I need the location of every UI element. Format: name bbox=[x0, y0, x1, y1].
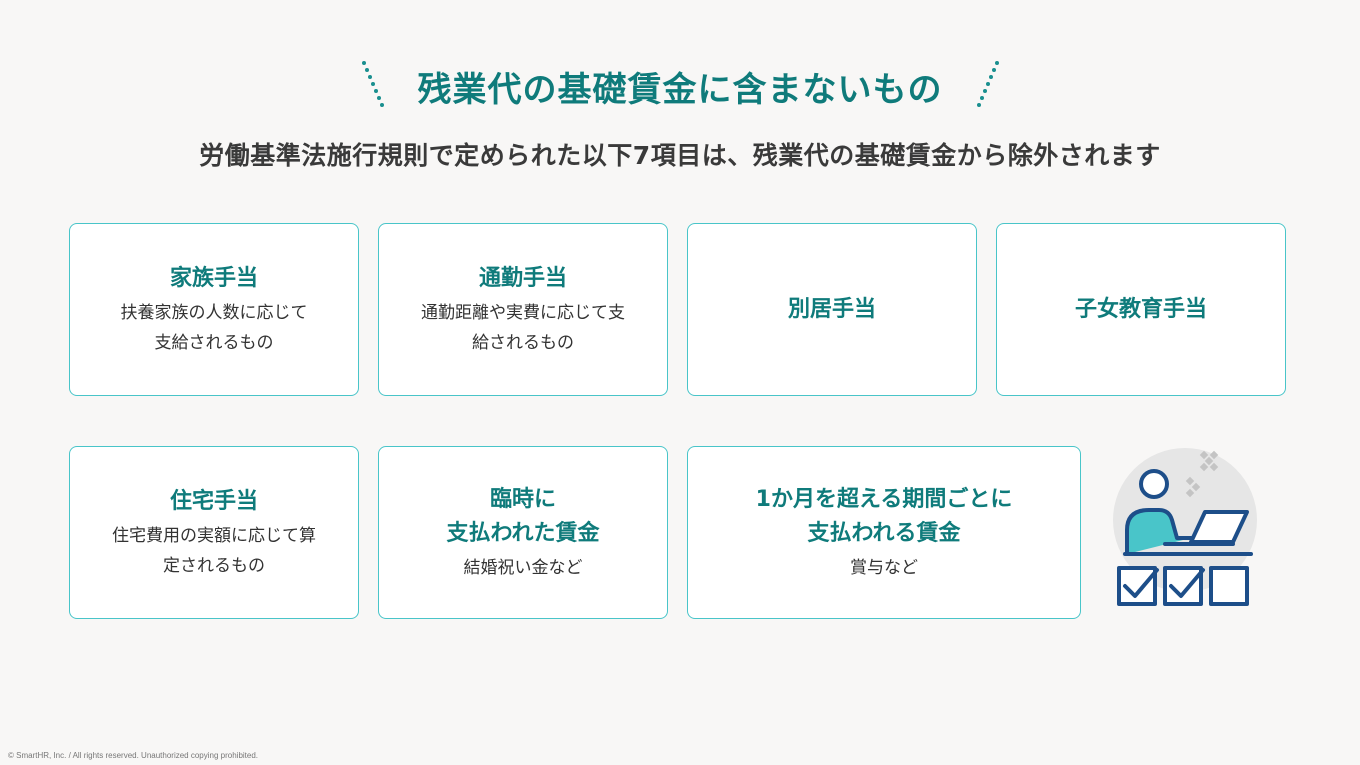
card-commuting-allowance: 通勤手当 通勤距離や実費に応じて支 給されるもの bbox=[378, 223, 668, 396]
card-description: 賞与など bbox=[850, 557, 918, 578]
card-title: 住宅手当 bbox=[169, 488, 258, 514]
card-title: 通勤手当 bbox=[478, 265, 567, 291]
card-title: 支払われる賃金 bbox=[807, 520, 961, 546]
card-family-allowance: 家族手当 扶養家族の人数に応じて 支給されるもの bbox=[69, 223, 359, 396]
card-description: 住宅費用の実額に応じて算 bbox=[112, 525, 316, 546]
card-description: 給されるもの bbox=[472, 332, 574, 353]
card-temporary-wages: 臨時に 支払われた賃金 結婚祝い金など bbox=[378, 446, 668, 619]
decoration-right-icon bbox=[976, 61, 999, 107]
card-title: 1か月を超える期間ごとに bbox=[755, 486, 1013, 512]
page-subtitle: 労働基準法施行規則で定められた以下7項目は、残業代の基礎賃金から除外されます bbox=[199, 141, 1161, 170]
card-description: 扶養家族の人数に応じて bbox=[120, 302, 308, 323]
copyright-footer: © SmartHR, Inc. / All rights reserved. U… bbox=[8, 751, 259, 760]
decoration-left-icon bbox=[361, 61, 384, 107]
card-wages-paid-over-one-month: 1か月を超える期間ごとに 支払われる賃金 賞与など bbox=[687, 446, 1081, 619]
card-housing-allowance: 住宅手当 住宅費用の実額に応じて算 定されるもの bbox=[69, 446, 359, 619]
card-child-education-allowance: 子女教育手当 bbox=[996, 223, 1286, 396]
page-title: 残業代の基礎賃金に含まないもの bbox=[417, 69, 943, 110]
card-title: 臨時に bbox=[489, 486, 556, 512]
card-title: 子女教育手当 bbox=[1074, 296, 1207, 322]
card-description: 定されるもの bbox=[163, 555, 265, 576]
card-description: 結婚祝い金など bbox=[463, 557, 583, 578]
card-description: 通勤距離や実費に応じて支 bbox=[421, 302, 625, 323]
title-area: 残業代の基礎賃金に含まないもの bbox=[0, 56, 1360, 116]
card-title: 別居手当 bbox=[787, 296, 876, 322]
card-title: 支払われた賃金 bbox=[446, 520, 600, 546]
card-description: 支給されるもの bbox=[154, 332, 274, 353]
person-at-desk-checklist-icon bbox=[1113, 448, 1257, 606]
card-title: 家族手当 bbox=[169, 265, 258, 291]
card-separate-living-allowance: 別居手当 bbox=[687, 223, 977, 396]
